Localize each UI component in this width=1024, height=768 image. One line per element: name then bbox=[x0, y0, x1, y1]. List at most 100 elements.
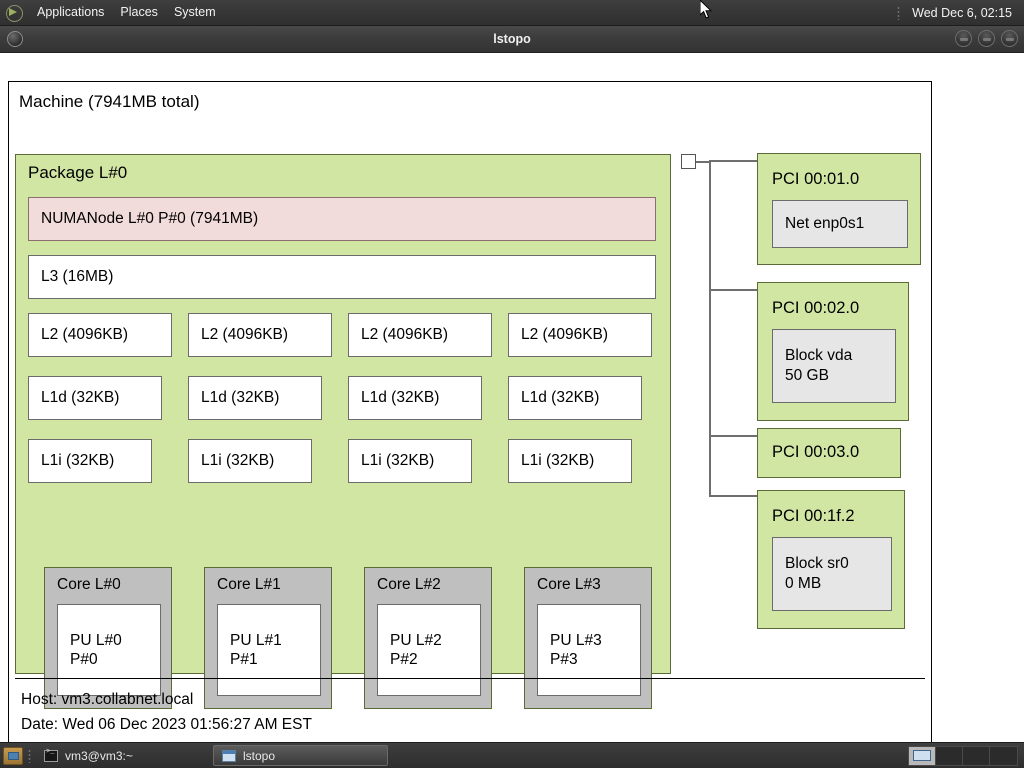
pci-child-label: Block vda 50 GB bbox=[785, 346, 853, 384]
core-label: Core L#3 bbox=[537, 576, 601, 593]
l2-cache-label: L2 (4096KB) bbox=[41, 326, 129, 343]
workspace-1[interactable] bbox=[909, 746, 936, 765]
l1i-cache-box[interactable]: L1i (32KB) bbox=[348, 439, 472, 483]
l1d-cache-label: L1d (32KB) bbox=[201, 389, 280, 406]
core-box[interactable]: Core L#0 PU L#0 P#0 bbox=[44, 567, 172, 709]
pci-box[interactable]: PCI 00:03.0 bbox=[757, 428, 901, 478]
lstopo-window: lstopo Machine (7941MB total) Package L#… bbox=[0, 26, 1024, 757]
core-label: Core L#0 bbox=[57, 576, 121, 593]
pci-child-label: Net enp0s1 bbox=[785, 214, 865, 232]
tree-branch bbox=[709, 435, 757, 437]
pu-label: PU L#0 P#0 bbox=[70, 631, 122, 668]
footer-divider bbox=[15, 678, 925, 679]
l3-cache-box[interactable]: L3 (16MB) bbox=[28, 255, 656, 299]
pci-label: PCI 00:1f.2 bbox=[772, 507, 855, 525]
menu-places[interactable]: Places bbox=[120, 5, 158, 19]
numanode-label: NUMANode L#0 P#0 (7941MB) bbox=[41, 210, 259, 228]
l1d-cache-box[interactable]: L1d (32KB) bbox=[28, 376, 162, 420]
pu-box[interactable]: PU L#0 P#0 bbox=[57, 604, 161, 696]
l1i-cache-label: L1i (32KB) bbox=[41, 452, 115, 469]
tree-connector bbox=[696, 161, 710, 163]
l1i-cache-box[interactable]: L1i (32KB) bbox=[28, 439, 152, 483]
menu-system[interactable]: System bbox=[173, 5, 216, 19]
l3-cache-label: L3 (16MB) bbox=[41, 268, 114, 286]
task-label: lstopo bbox=[243, 748, 276, 763]
window-titlebar[interactable]: lstopo bbox=[0, 26, 1024, 53]
pu-box[interactable]: PU L#2 P#2 bbox=[377, 604, 481, 696]
machine-label: Machine (7941MB total) bbox=[19, 92, 200, 111]
l2-cache-box[interactable]: L2 (4096KB) bbox=[348, 313, 492, 357]
panel-status-area: Wed Dec 6, 02:15 bbox=[897, 4, 1024, 22]
l1d-cache-box[interactable]: L1d (32KB) bbox=[348, 376, 482, 420]
l1d-cache-box[interactable]: L1d (32KB) bbox=[188, 376, 322, 420]
pci-child-box[interactable]: Block sr0 0 MB bbox=[772, 537, 892, 611]
pci-tree-root-node[interactable] bbox=[681, 154, 696, 169]
l2-cache-box[interactable]: L2 (4096KB) bbox=[508, 313, 652, 357]
pu-label: PU L#3 P#3 bbox=[550, 631, 602, 668]
pci-child-box[interactable]: Block vda 50 GB bbox=[772, 329, 896, 403]
l1i-cache-box[interactable]: L1i (32KB) bbox=[188, 439, 312, 483]
pu-label: PU L#1 P#1 bbox=[230, 631, 282, 668]
l2-cache-label: L2 (4096KB) bbox=[361, 326, 449, 343]
l2-cache-label: L2 (4096KB) bbox=[201, 326, 289, 343]
pci-child-label: Block sr0 0 MB bbox=[785, 554, 849, 592]
numanode-box[interactable]: NUMANode L#0 P#0 (7941MB) bbox=[28, 197, 656, 241]
pci-label: PCI 00:01.0 bbox=[772, 170, 860, 188]
l2-cache-box[interactable]: L2 (4096KB) bbox=[28, 313, 172, 357]
pu-box[interactable]: PU L#1 P#1 bbox=[217, 604, 321, 696]
tree-branch bbox=[709, 495, 757, 497]
tree-branch bbox=[709, 160, 757, 162]
workspace-3[interactable] bbox=[963, 746, 990, 765]
task-label: vm3@vm3:~ bbox=[65, 748, 133, 763]
l1d-cache-label: L1d (32KB) bbox=[361, 389, 440, 406]
panel-grip-icon bbox=[897, 5, 901, 20]
task-button-lstopo[interactable]: lstopo bbox=[213, 745, 388, 766]
window-icon bbox=[222, 749, 236, 762]
pci-label: PCI 00:03.0 bbox=[772, 443, 860, 461]
workspace-2[interactable] bbox=[936, 746, 963, 765]
window-menu-icon[interactable] bbox=[7, 31, 23, 47]
l2-cache-box[interactable]: L2 (4096KB) bbox=[188, 313, 332, 357]
tree-branch bbox=[709, 289, 757, 291]
gnome-foot-icon[interactable] bbox=[4, 4, 26, 22]
pu-label: PU L#2 P#2 bbox=[390, 631, 442, 668]
l1d-cache-label: L1d (32KB) bbox=[521, 389, 600, 406]
menu-applications[interactable]: Applications bbox=[37, 5, 105, 19]
package-box[interactable]: Package L#0 NUMANode L#0 P#0 (7941MB) L3… bbox=[15, 154, 671, 709]
host-date-footer: Host: vm3.collabnet.local Date: Wed 06 D… bbox=[21, 691, 312, 733]
pu-box[interactable]: PU L#3 P#3 bbox=[537, 604, 641, 696]
core-box[interactable]: Core L#1 PU L#1 P#1 bbox=[204, 567, 332, 709]
pci-label: PCI 00:02.0 bbox=[772, 299, 860, 317]
l1i-cache-label: L1i (32KB) bbox=[201, 452, 275, 469]
minimize-button[interactable] bbox=[955, 30, 972, 47]
pci-box[interactable]: PCI 00:02.0 Block vda 50 GB bbox=[757, 282, 909, 421]
core-box[interactable]: Core L#2 PU L#2 P#2 bbox=[364, 567, 492, 709]
pci-child-box[interactable]: Net enp0s1 bbox=[772, 200, 908, 248]
clock[interactable]: Wed Dec 6, 02:15 bbox=[912, 5, 1012, 20]
l1i-cache-box[interactable]: L1i (32KB) bbox=[508, 439, 632, 483]
package-label: Package L#0 bbox=[28, 163, 128, 182]
close-button[interactable] bbox=[1001, 30, 1018, 47]
show-desktop-icon[interactable] bbox=[3, 746, 23, 765]
pci-box[interactable]: PCI 00:01.0 Net enp0s1 bbox=[757, 153, 921, 265]
l1d-cache-label: L1d (32KB) bbox=[41, 389, 120, 406]
l1d-cache-box[interactable]: L1d (32KB) bbox=[508, 376, 642, 420]
l1i-cache-label: L1i (32KB) bbox=[361, 452, 435, 469]
maximize-button[interactable] bbox=[978, 30, 995, 47]
lstopo-canvas[interactable]: Machine (7941MB total) Package L#0 NUMAN… bbox=[0, 53, 1024, 757]
core-label: Core L#2 bbox=[377, 576, 441, 593]
gnome-top-panel: Applications Places System Wed Dec 6, 02… bbox=[0, 0, 1024, 26]
task-button-terminal[interactable]: vm3@vm3:~ bbox=[36, 745, 211, 766]
l2-cache-label: L2 (4096KB) bbox=[521, 326, 609, 343]
core-box[interactable]: Core L#3 PU L#3 P#3 bbox=[524, 567, 652, 709]
core-label: Core L#1 bbox=[217, 576, 281, 593]
pci-box[interactable]: PCI 00:1f.2 Block sr0 0 MB bbox=[757, 490, 905, 629]
l1i-cache-label: L1i (32KB) bbox=[521, 452, 595, 469]
tree-trunk bbox=[709, 161, 711, 496]
window-title: lstopo bbox=[493, 32, 531, 46]
workspace-switcher[interactable] bbox=[908, 745, 1018, 766]
terminal-icon bbox=[44, 748, 58, 762]
window-controls bbox=[955, 30, 1018, 47]
bottom-taskbar: vm3@vm3:~ lstopo bbox=[0, 742, 1024, 768]
workspace-4[interactable] bbox=[990, 746, 1017, 765]
